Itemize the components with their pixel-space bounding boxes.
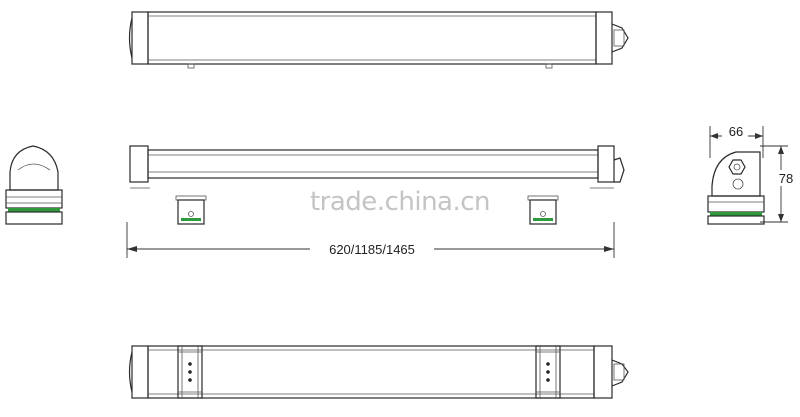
- width-dimension-label: 66: [729, 124, 743, 139]
- bottom-view-left-cap: [131, 345, 149, 399]
- top-view: [128, 11, 629, 69]
- bottom-view: [128, 345, 629, 399]
- front-view-right-cap: [597, 145, 615, 183]
- right-end-diffuser: [707, 195, 765, 213]
- top-view-clip-left: [187, 63, 195, 69]
- front-view: [129, 145, 625, 225]
- right-end-base: [707, 215, 765, 225]
- right-end-gland-nut: [728, 159, 746, 175]
- front-view-cable-gland: [613, 157, 625, 183]
- front-view-tube: [147, 149, 599, 179]
- watermark-text: trade.china.cn: [310, 187, 490, 217]
- right-end-view: [707, 126, 788, 225]
- length-dimension-label: 620/1185/1465: [329, 242, 415, 257]
- bottom-view-left-end-cap: [128, 351, 133, 393]
- left-end-diffuser: [5, 189, 63, 209]
- top-view-tube: [147, 11, 597, 65]
- front-view-bracket-right: [527, 195, 559, 225]
- front-view-left-cap: [129, 145, 149, 183]
- top-view-cable-gland: [611, 23, 629, 53]
- right-end-housing: [711, 151, 761, 197]
- bottom-view-bracket-right: [535, 345, 561, 399]
- top-view-left-cap: [131, 11, 149, 65]
- bottom-view-bracket-left: [177, 345, 203, 399]
- left-end-base: [5, 211, 63, 225]
- right-end-gasket: [710, 212, 762, 216]
- top-view-clip-right: [545, 63, 553, 69]
- bottom-view-right-cap: [593, 345, 613, 399]
- top-view-right-cap: [595, 11, 613, 65]
- left-end-housing: [9, 145, 59, 191]
- top-view-left-end-cap: [128, 17, 133, 59]
- bottom-view-cable-gland: [611, 359, 629, 387]
- left-end-gasket: [8, 208, 60, 212]
- front-view-bracket-left: [175, 195, 207, 225]
- bottom-view-tube: [147, 345, 595, 399]
- left-end-view: [5, 145, 63, 225]
- height-dimension-label: 78: [779, 171, 793, 186]
